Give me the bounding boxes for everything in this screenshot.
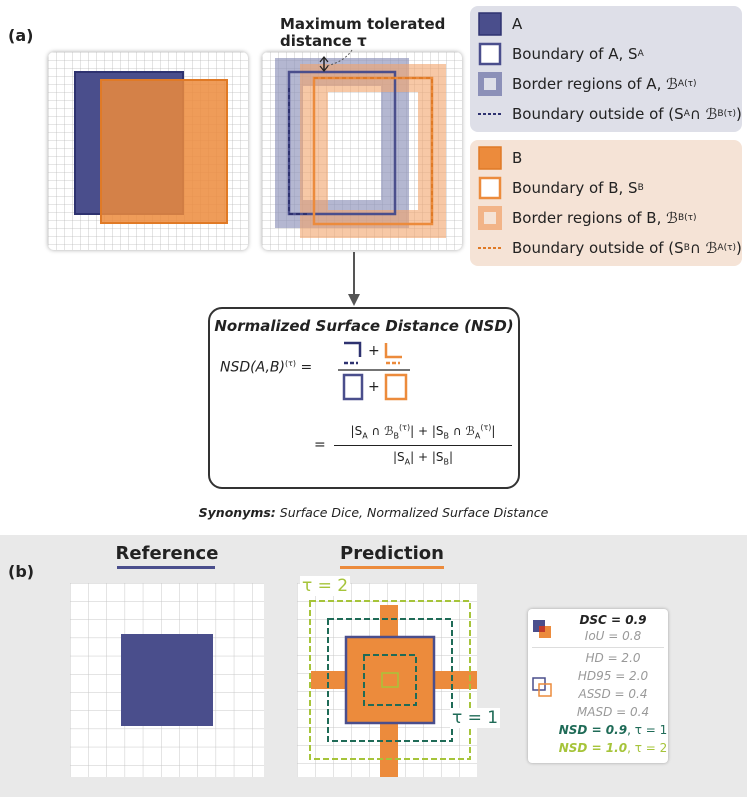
pictorial-fraction [338,341,410,401]
hd95-value: HD95 = 2.0 [577,669,649,683]
tau1-label: τ = 1 [450,708,501,728]
hd-value: HD = 2.0 [585,651,641,665]
dsc-value: DSC = 0.9 [579,613,647,627]
tau1-outer [327,618,453,742]
metrics-divider [532,647,664,648]
reference-boundary [344,635,436,725]
nsd-title: Normalized Surface Distance (NSD) [214,317,514,335]
legend-b-item: B [478,146,522,170]
boundary-a-icon [478,42,502,66]
metrics-panel: DSC = 0.9 IoU = 0.8 HD = 2.0 HD95 = 2.0 … [528,609,668,763]
tau2-inner [381,672,399,688]
prediction-heading: Prediction [340,543,444,564]
tau2-outer [309,600,471,760]
boundary-metric-icon [532,677,552,697]
plus-top: + [368,343,380,359]
filled-square-b-icon [478,146,502,170]
synonyms-line: Synonyms: Surface Dice, Normalized Surfa… [198,505,549,520]
panel-b-label: (b) [8,562,35,581]
masd-value: MASD = 0.4 [576,705,650,719]
iou-value: IoU = 0.8 [584,629,642,643]
border-region-a-icon [478,72,502,96]
tau1-inner [363,654,417,706]
border-region-b-icon [478,206,502,230]
equals-2: = [314,437,326,453]
reference-square [121,634,213,726]
tolerance-pointer [325,49,353,67]
formula-denominator: |SA| + |SB| [392,450,454,467]
reference-heading: Reference [115,543,219,564]
formula-numerator: |SA ∩ ℬB(τ)| + |SB ∩ ℬA(τ)| [350,423,496,441]
overlap-grid-panel [48,52,248,250]
nsd-tau1-value: NSD = 0.9, τ = 1 [558,723,668,737]
fraction-bar [334,445,512,446]
dashed-line-b-icon [478,247,502,249]
down-arrow-icon [348,252,360,306]
legend-a-item: A [478,12,522,36]
dashed-line-a-icon [478,113,502,115]
nsd-formula-box: Normalized Surface Distance (NSD) NSD(A,… [208,307,520,489]
tau2-label: τ = 2 [300,576,351,596]
overlap-metric-icon [533,620,551,638]
boundary-grid-panel [262,52,462,250]
panel-a-label: (a) [8,26,34,45]
reference-grid [70,583,264,777]
boundary-b-icon [478,176,502,200]
shape-b [100,79,228,224]
assd-value: ASSD = 0.4 [578,687,648,701]
boundary-a [287,70,397,216]
reference-underline [117,566,215,569]
nsd-lhs: NSD(A,B)(τ) = [220,359,313,376]
prediction-grid [297,583,477,777]
filled-square-a-icon [478,12,502,36]
tolerance-label: Maximum tolerated distance τ [280,15,446,50]
nsd-tau2-value: NSD = 1.0, τ = 2 [558,741,668,755]
plus-bottom: + [368,379,380,395]
dashed-boundary-a [288,88,310,215]
prediction-underline [340,566,444,569]
